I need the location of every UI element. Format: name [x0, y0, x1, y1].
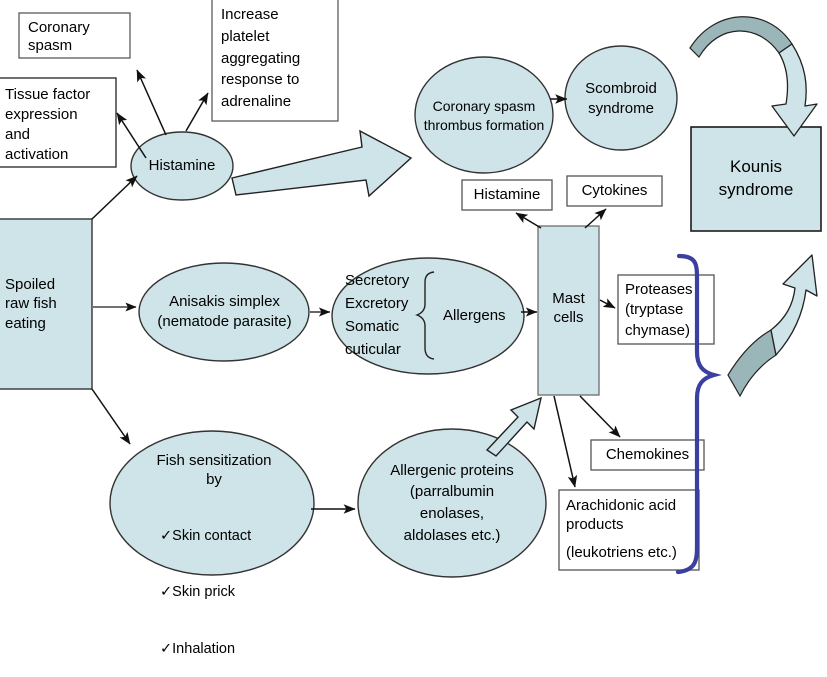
diagram-canvas: Coronary spasm Increase platelet aggrega… — [0, 0, 822, 657]
arrow-mast-cells-to-arachidonic-box — [553, 395, 578, 488]
fish-sensitization-item-label: Skin prick — [172, 584, 236, 601]
shape-proteases-box — [617, 274, 715, 345]
arrow-scombroid-to-kounis — [771, 43, 818, 137]
shape-mast-cells-box — [537, 225, 600, 396]
shape-anisakis-ellipse — [138, 262, 310, 362]
shape-chemokines-box — [590, 439, 705, 471]
arrow-mast-cells-to-proteases-box — [599, 298, 616, 309]
shape-allergenic-proteins-ellipse — [357, 428, 547, 578]
check-icon: ✓ — [160, 640, 173, 657]
shape-coronary-spasm-thrombus-ellipse — [414, 56, 554, 174]
arrow-histamine-to-increase-platelet-box — [185, 92, 209, 132]
arrow-mast-cells-to-cytokines-box — [584, 208, 607, 229]
shape-arachidonic-box — [558, 489, 700, 571]
arrow-histamine-to-coronary-spasm-box — [136, 69, 167, 136]
shape-kounis-box — [690, 126, 822, 232]
arrow-spoiled-fish-to-histamine — [91, 175, 138, 220]
shape-allergen-sources-ellipse — [331, 257, 525, 375]
arrow-histamine-to-tissue-factor-box — [116, 112, 147, 159]
shape-fish-sensitization-ellipse — [109, 430, 315, 576]
arrow-mast-cells-to-histamine-box — [515, 212, 542, 229]
check-icon: ✓ — [160, 584, 173, 601]
shape-histamine-ellipse — [130, 131, 234, 201]
arrow-histamine-to-coronary-spasm-thrombus — [231, 129, 413, 198]
fish-sensitization-item-label: Inhalation — [172, 640, 236, 657]
shape-increase-platelet-box — [211, 0, 339, 122]
arrow-spoiled-fish-to-fish-sensitization — [91, 388, 131, 445]
shape-mediators-brace — [675, 253, 722, 575]
shape-tissue-factor-box — [0, 77, 117, 168]
shape-cytokines-box — [566, 175, 663, 207]
diagram-shapes — [0, 0, 822, 578]
arrow-allergenic-proteins-to-mast-cells — [485, 396, 542, 457]
arrow-mediators-to-kounis-shade — [727, 329, 777, 398]
fish-sensitization-item: ✓Inhalation — [160, 621, 300, 659]
arrow-mast-cells-to-chemokines-box — [579, 395, 621, 438]
shape-allergens-curly-brace — [415, 271, 435, 360]
shape-spoiled-raw-fish-box — [0, 218, 93, 390]
shape-scombroid-ellipse — [564, 45, 678, 151]
arrow-scombroid-to-kounis-shade — [689, 16, 793, 58]
arrow-mediators-to-kounis — [770, 254, 818, 356]
shape-histamine-box — [461, 179, 553, 211]
shape-coronary-spasm-box — [18, 12, 131, 59]
